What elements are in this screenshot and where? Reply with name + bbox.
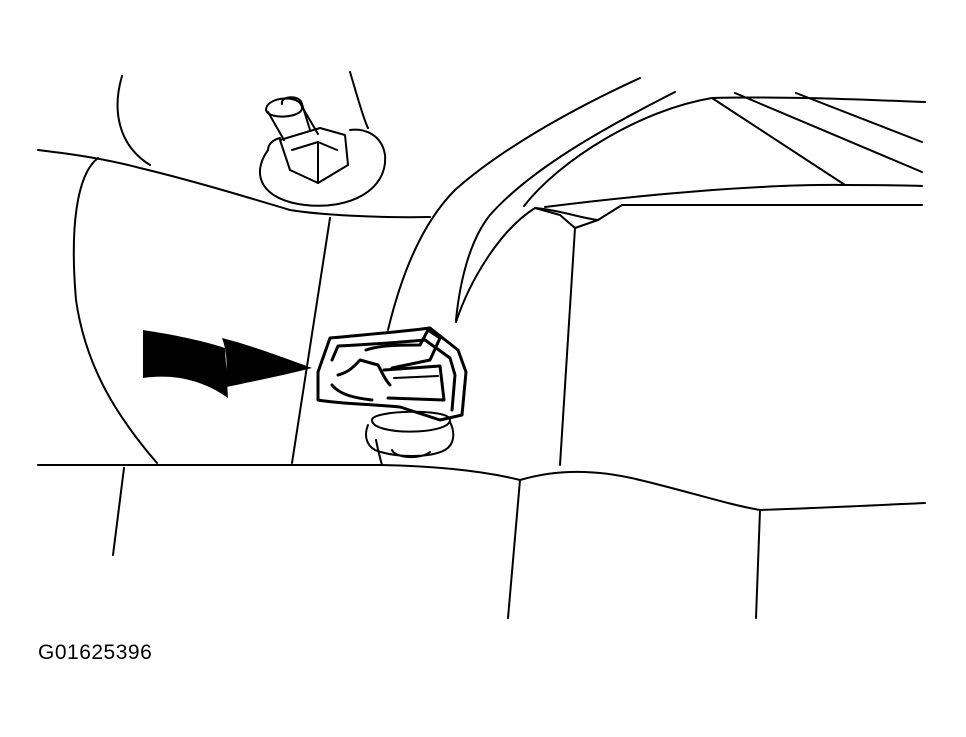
retaining-clip — [316, 326, 468, 422]
right-housing-block — [455, 204, 923, 466]
tube-line — [375, 77, 676, 466]
mounting-bracket — [37, 71, 431, 464]
arrow-rear-icon — [143, 330, 228, 398]
figure-id-label: G01625396 — [38, 641, 153, 664]
lower-base-panels — [37, 464, 926, 619]
stud-and-nut — [258, 96, 387, 207]
pointer-arrow — [143, 330, 312, 398]
arrow-head-icon — [222, 338, 312, 388]
upper-housing-panel — [523, 92, 926, 208]
line-fitting — [365, 410, 455, 458]
